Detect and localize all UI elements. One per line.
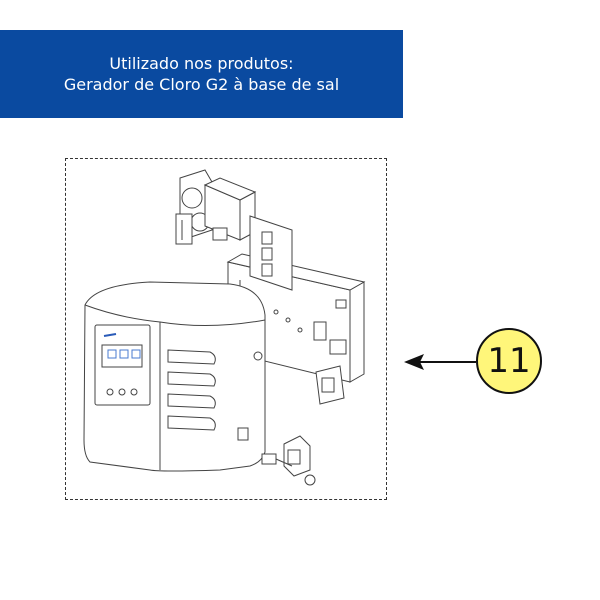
- banner-line-1: Utilizado nos produtos:: [109, 54, 294, 73]
- part-number-callout: 11: [476, 328, 542, 394]
- relay-part: [315, 365, 345, 405]
- transformer-part: [175, 169, 213, 245]
- mounting-bracket: [203, 177, 257, 241]
- control-box: [83, 281, 266, 472]
- arrow-left-icon: [404, 354, 476, 370]
- part-highlight-frame: [65, 158, 387, 500]
- connector-part: [283, 435, 311, 477]
- banner-line-2: Gerador de Cloro G2 à base de sal: [63, 75, 340, 94]
- screw-fitting: [261, 453, 316, 486]
- part-number: 11: [487, 341, 531, 381]
- product-banner: Utilizado nos produtos: Gerador de Cloro…: [0, 30, 403, 118]
- logo-mark: [103, 333, 117, 337]
